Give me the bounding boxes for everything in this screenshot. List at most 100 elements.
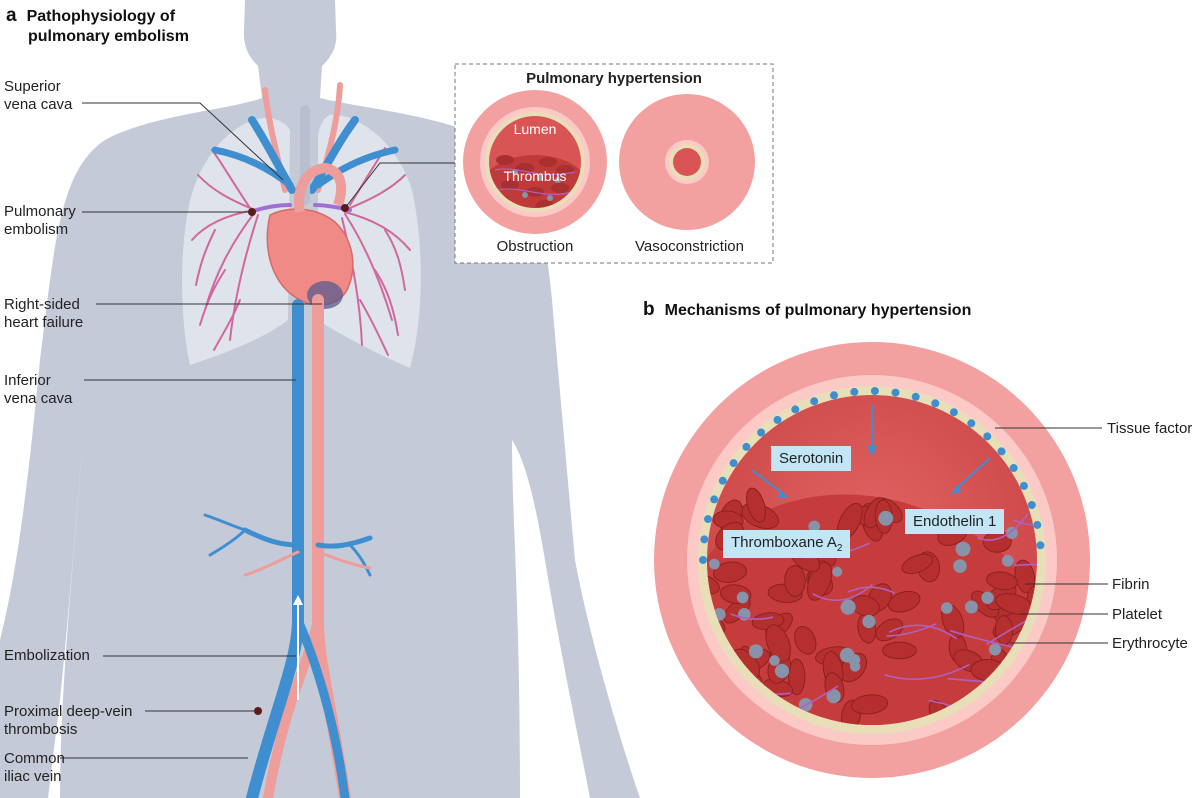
- tissue-factor-dot: [1036, 541, 1045, 550]
- fibrin-strand: [1013, 510, 1037, 526]
- tissue-factor-dot: [850, 387, 859, 396]
- platelet: [808, 520, 820, 533]
- tissue-factor-dot: [1019, 481, 1028, 490]
- tissue-factor-dot: [983, 432, 992, 441]
- serotonin-box: Serotonin: [771, 446, 852, 471]
- aorta: [294, 162, 347, 213]
- thromboxane-box: Thromboxane A2: [723, 530, 851, 558]
- erythrocyte: [887, 590, 921, 613]
- tissue-factor-dots: [699, 387, 1045, 564]
- erythrocyte: [788, 658, 806, 696]
- erythrocyte: [901, 553, 934, 575]
- platelet: [988, 643, 1002, 656]
- fibrin-strand: [730, 613, 774, 620]
- platelet: [953, 559, 967, 573]
- panel-a-letter: a: [6, 5, 17, 26]
- tissue-factor-dot: [718, 476, 727, 485]
- platelet: [840, 599, 856, 615]
- tissue-factor-dot: [967, 419, 976, 428]
- fibrin-strand: [847, 586, 896, 594]
- erythrocyte: [882, 641, 917, 660]
- erythrocyte: [712, 561, 748, 583]
- tissue-factor-dot: [931, 399, 940, 408]
- obstruction-vessel: [463, 90, 607, 234]
- label-embolization: Embolization: [4, 647, 90, 664]
- tissue-factor-dot: [773, 415, 782, 424]
- tissue-factor-dot: [870, 387, 879, 395]
- fibrin-strand: [796, 685, 839, 711]
- fibrin-strand: [886, 623, 937, 637]
- inset-vasoconstriction-label: Vasoconstriction: [635, 238, 744, 255]
- platelet: [826, 689, 841, 704]
- dvt-clot: [254, 707, 262, 715]
- tissue-factor-dot: [710, 495, 719, 504]
- panel-b-letter: b: [643, 299, 655, 320]
- tissue-factor-dot: [757, 428, 766, 437]
- iliac-vein-left: [295, 620, 350, 798]
- platelet: [769, 655, 780, 666]
- erythrocyte: [765, 624, 791, 663]
- tissue-factor-dot: [791, 405, 800, 414]
- aorta-descending-left: [263, 615, 323, 798]
- fibrin-strand: [888, 624, 958, 640]
- platelet: [964, 600, 978, 614]
- tissue-factor-dot: [729, 459, 738, 468]
- inset-lumen-label: Lumen: [513, 121, 557, 137]
- endothelin-box: Endothelin 1: [905, 509, 1005, 534]
- inset-title: Pulmonary hypertension: [526, 70, 702, 87]
- tissue-factor-dot: [700, 535, 709, 544]
- embolus-right: [248, 208, 256, 216]
- platelet: [981, 591, 994, 604]
- fibrin-strand: [977, 513, 1029, 541]
- label-fibrin: Fibrin: [1112, 576, 1150, 593]
- platelet: [1005, 526, 1018, 540]
- pulmonary-vessels: [191, 147, 411, 356]
- tissue-factor-dot: [742, 442, 751, 451]
- neck-vessels: [211, 82, 399, 205]
- panel-b-leaders: [995, 427, 1108, 644]
- fibrin-strand: [950, 629, 1037, 655]
- platelet: [736, 591, 749, 604]
- platelet: [862, 614, 876, 629]
- fibrin-strand: [812, 583, 874, 601]
- tissue-factor-dot: [830, 391, 838, 400]
- label-tissue-factor: Tissue factor: [1107, 420, 1193, 437]
- tissue-factor-dot: [891, 388, 900, 397]
- erythrocyte: [784, 565, 806, 597]
- erythrocyte: [746, 487, 766, 523]
- erythrocyte: [851, 694, 889, 715]
- platelet: [708, 558, 720, 570]
- tissue-factor-dot: [1009, 464, 1018, 472]
- tissue-factor-dot: [810, 397, 819, 406]
- tissue-factor-dot: [704, 515, 712, 524]
- label-platelet: Platelet: [1112, 606, 1163, 623]
- erythrocyte: [707, 573, 720, 595]
- tissue-factor-dot: [1033, 520, 1042, 529]
- inset-thrombus-label: Thrombus: [503, 168, 567, 184]
- vasoconstriction-vessel: [619, 94, 755, 230]
- platelet: [878, 510, 894, 526]
- mediator-arrows: [751, 405, 991, 496]
- platelet: [832, 566, 843, 577]
- tissue-factor-dot: [699, 556, 707, 564]
- fibrin-strand: [1013, 563, 1037, 574]
- platelet: [1001, 554, 1014, 567]
- platelet: [774, 663, 790, 679]
- label-erythrocyte: Erythrocyte: [1112, 635, 1188, 652]
- platelet: [941, 602, 953, 614]
- panel-a-leaders: [60, 102, 455, 759]
- platelet: [955, 541, 971, 557]
- tissue-factor-dot: [1027, 501, 1036, 509]
- platelet: [839, 647, 855, 663]
- fibrin-strand: [884, 663, 970, 680]
- tissue-factor-dot: [997, 447, 1006, 456]
- erythrocyte: [986, 571, 1018, 591]
